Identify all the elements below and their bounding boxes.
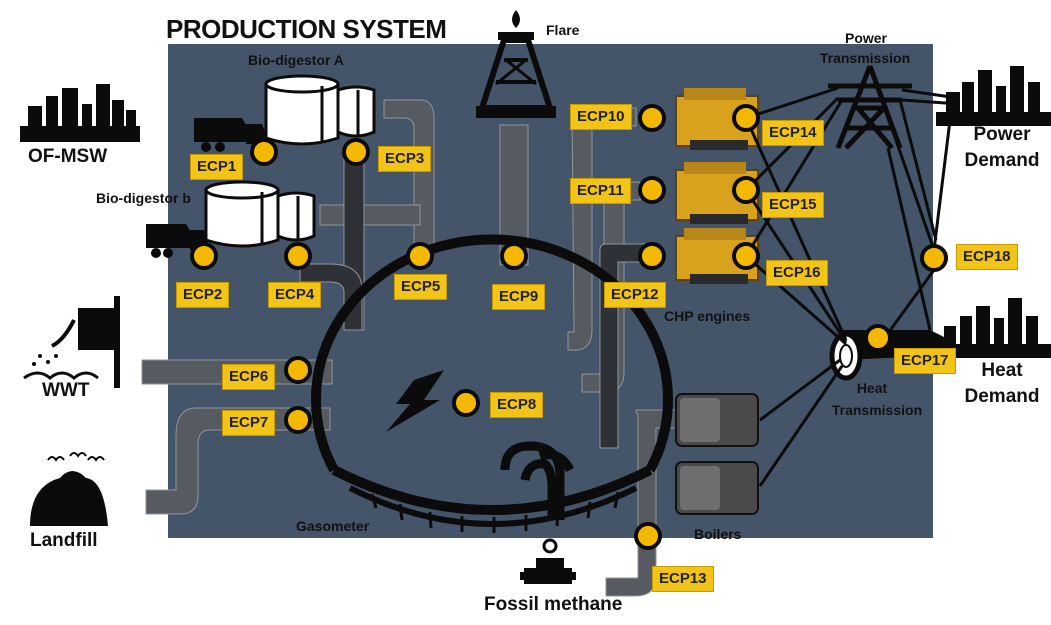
ecp7-label: ECP7 xyxy=(222,410,276,436)
boilers-label: Boilers xyxy=(694,526,742,542)
power-transmission-label-2: Transmission xyxy=(819,50,911,66)
ecp3-marker xyxy=(342,138,370,166)
biodigestor-b-label: Bio-digestor b xyxy=(96,190,191,206)
ecp10-label: ECP10 xyxy=(570,104,632,130)
ecp5-marker xyxy=(406,242,434,270)
ecp2-marker xyxy=(190,242,218,270)
ecp13-label: ECP13 xyxy=(652,566,714,592)
ecp9-label: ECP9 xyxy=(492,284,546,310)
ecp18-label: ECP18 xyxy=(956,244,1018,270)
ecp16-label: ECP16 xyxy=(766,260,828,286)
ecp9-marker xyxy=(500,242,528,270)
city-icon-power-demand xyxy=(936,66,1051,126)
source-landfill-label: Landfill xyxy=(30,530,98,551)
ecp1-label: ECP1 xyxy=(190,154,244,180)
ecp14-marker xyxy=(732,104,760,132)
ecp6-marker xyxy=(284,356,312,384)
ecp11-marker xyxy=(638,176,666,204)
ecp3-label: ECP3 xyxy=(378,146,432,172)
flare-symbol xyxy=(476,10,556,118)
heat-transmission-label-1: Heat xyxy=(856,380,888,396)
ecp10-marker xyxy=(638,104,666,132)
ecp15-label: ECP15 xyxy=(762,192,824,218)
power-transmission-label-1: Power xyxy=(844,30,887,46)
ecp17-label: ECP17 xyxy=(894,348,956,374)
bio-digestor-a-symbol xyxy=(264,74,376,146)
boilers-symbol xyxy=(675,393,759,515)
source-fossil-methane-label: Fossil methane xyxy=(484,594,623,615)
ecp15-marker xyxy=(732,176,760,204)
wwt-icon xyxy=(23,296,120,388)
flare-label: Flare xyxy=(546,22,580,38)
ecp2-label: ECP2 xyxy=(176,282,230,308)
gasometer-label: Gasometer xyxy=(296,518,370,534)
pipe-ecp7 xyxy=(145,407,331,515)
ecp8-marker xyxy=(452,389,480,417)
landfill-icon xyxy=(30,452,108,526)
fossil-methane-icon xyxy=(520,538,576,584)
biodigestor-a-label: Bio-digestor A xyxy=(248,52,344,68)
ecp18-marker xyxy=(920,244,948,272)
heat-transmission-label-2: Transmission xyxy=(831,402,923,418)
ecp5-label: ECP5 xyxy=(394,274,448,300)
chp-engines-label: CHP engines xyxy=(664,308,751,324)
city-icon-ofmsw xyxy=(20,84,140,142)
ecp17-marker xyxy=(864,324,892,352)
power-demand-label-1: Power xyxy=(973,124,1031,145)
bio-digestor-b-symbol xyxy=(204,180,316,248)
heat-demand-label-2: Demand xyxy=(964,386,1040,407)
lightning-icon xyxy=(386,370,444,432)
ecp14-label: ECP14 xyxy=(762,120,824,146)
page-title: PRODUCTION SYSTEM xyxy=(166,14,447,44)
connection-lines xyxy=(744,86,961,487)
ecp11-label: ECP11 xyxy=(570,178,631,204)
pipe-ecp5 xyxy=(319,204,421,226)
source-wwt-label: WWT xyxy=(42,380,90,401)
ecp-markers xyxy=(190,104,948,550)
gasometer-symbol xyxy=(311,234,673,533)
ecp12-marker xyxy=(638,242,666,270)
ecp7-marker xyxy=(284,406,312,434)
ecp16-marker xyxy=(732,242,760,270)
ecp8-label: ECP8 xyxy=(490,392,544,418)
ecp12-label: ECP12 xyxy=(604,282,666,308)
power-demand-label-2: Demand xyxy=(964,150,1040,171)
heat-demand-label-1: Heat xyxy=(981,360,1023,381)
ecp4-label: ECP4 xyxy=(268,282,322,308)
source-ofmsw-label: OF-MSW xyxy=(28,146,108,167)
ecp13-marker xyxy=(634,522,662,550)
ecp6-label: ECP6 xyxy=(222,364,276,390)
ecp1-marker xyxy=(250,138,278,166)
city-icon-heat-demand xyxy=(934,298,1051,358)
power-tower-symbol xyxy=(828,65,912,150)
ecp4-marker xyxy=(284,242,312,270)
